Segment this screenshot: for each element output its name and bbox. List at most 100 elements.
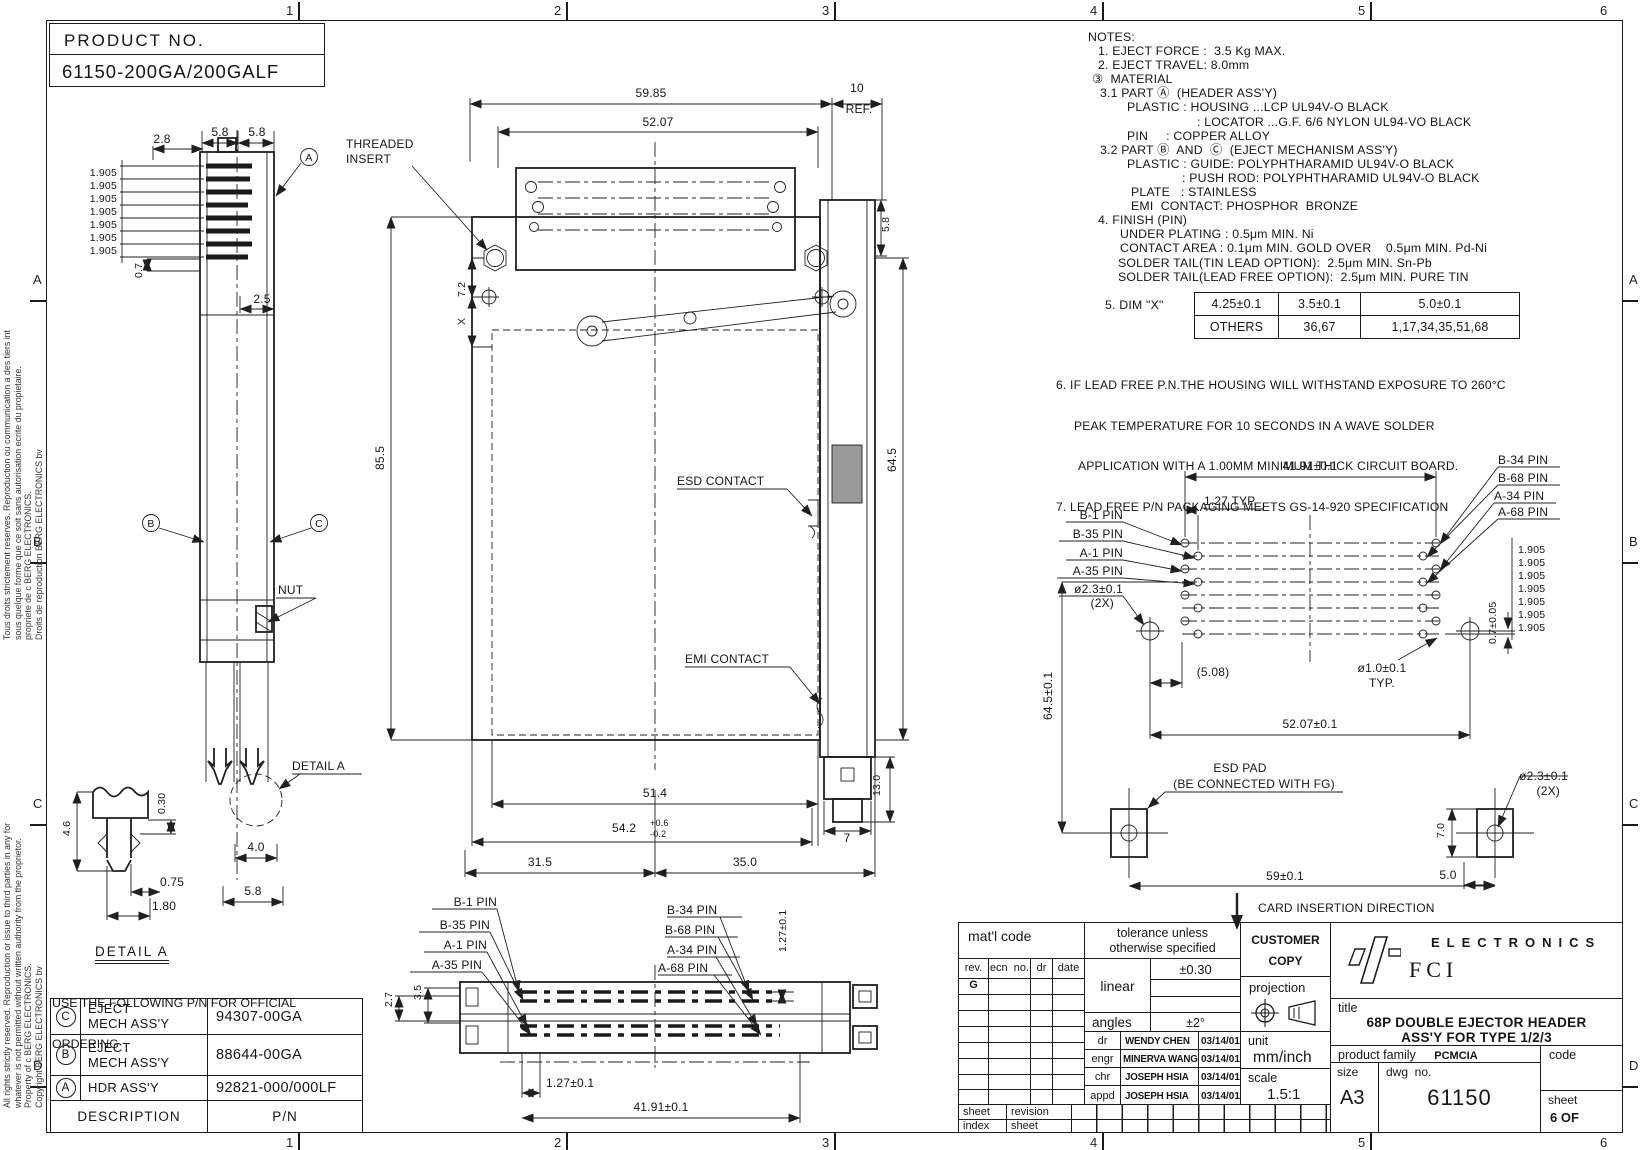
dim-1905: 1.905	[90, 245, 117, 257]
appr-appd-role: appd	[1084, 1085, 1121, 1105]
dim-52-07-pcb: 52.07±0.1	[1282, 717, 1337, 731]
zone-col-6-top: 6	[1600, 3, 1608, 18]
label-emi-contact: EMI CONTACT	[685, 652, 769, 666]
zone-col-4-bottom: 4	[1090, 1135, 1098, 1150]
dim-2-8: 2.8	[153, 132, 170, 146]
linear-empty-cell	[1150, 979, 1241, 997]
parts-row-a-pn: 92821-000/000LF	[207, 1075, 363, 1101]
dim-1905-pcb: 1.905	[1518, 570, 1545, 582]
dim-10: 10	[850, 81, 864, 95]
label-b34-pin-pcb: B-34 PIN	[1498, 453, 1548, 467]
dim-x: X	[456, 318, 468, 325]
note-3-1: 3.1 PART Ⓐ (HEADER ASS'Y)	[1100, 86, 1278, 101]
notes-block: NOTES: 1. EJECT FORCE : 3.5 Kg MAX. 2. E…	[1052, 30, 1567, 513]
pcb-layout-view: 41.91±0.1 1.27 TYP. B-1 PIN B-35 PIN A-1…	[1041, 453, 1560, 834]
label-detail-a-callout: DETAIL A	[292, 759, 345, 773]
parts-row-b-pn: 88644-00GA	[207, 1034, 363, 1076]
rev-row-cell	[1052, 1042, 1085, 1059]
linear-empty-cell	[1150, 996, 1241, 1013]
detail-a-title: DETAIL A	[95, 944, 169, 964]
note-4: 4. FINISH (PIN)	[1098, 213, 1188, 228]
sheet-label: sheet	[1548, 1093, 1578, 1107]
tolerance-line-1: tolerance unless	[1116, 926, 1209, 940]
product-no-label: PRODUCT NO.	[50, 24, 324, 55]
zone-col-1-top: 1	[286, 3, 294, 18]
title-line-1: 68P DOUBLE EJECTOR HEADER	[1366, 1015, 1587, 1030]
rev-row-cell	[1030, 1089, 1053, 1105]
dim-0-7: 0.7	[133, 263, 145, 278]
rev-row-cell	[958, 1010, 989, 1027]
dim-35-0: 35.0	[733, 855, 757, 869]
rev-row-cell	[1052, 1026, 1085, 1043]
sheet-cell: sheet 6 OF	[1540, 1090, 1623, 1133]
dim-1905: 1.905	[90, 232, 117, 244]
dim-x-cell: 4.25±0.1	[1194, 292, 1279, 316]
code-cell: code	[1540, 1045, 1623, 1091]
logo-electronics-text: ELECTRONICS	[1431, 935, 1602, 950]
rev-row-cell	[988, 1042, 1031, 1059]
dim-59: 59±0.1	[1266, 869, 1304, 883]
product-number-box: PRODUCT NO. 61150-200GA/200GALF	[49, 23, 325, 87]
balloon-a-table: A	[55, 1078, 76, 1098]
label-b1-pin-pcb: B-1 PIN	[1080, 508, 1123, 522]
dim-2-5: 2.5	[253, 292, 270, 306]
angles-tol-cell: ±2°	[1150, 1012, 1241, 1032]
dim-0-7-005: 0.7±0.05	[1487, 602, 1499, 644]
appr-chr-role: chr	[1084, 1067, 1121, 1086]
dim-52-07: 52.07	[642, 115, 673, 129]
dim-1-27-vert: 1.27±0.1	[777, 910, 789, 952]
dim-1905: 1.905	[90, 219, 117, 231]
logo-cell: ELECTRONICS FCI	[1330, 922, 1623, 999]
label-b35-pin-pcb: B-35 PIN	[1073, 527, 1123, 541]
size-label: size	[1337, 1065, 1359, 1079]
copyright-english-block: All rights strictly reserved. Reproducti…	[2, 648, 44, 1108]
bottom-index-label: index	[958, 1119, 1007, 1133]
notes-6-7: 6. IF LEAD FREE P.N.THE HOUSING WILL WIT…	[1052, 352, 1506, 541]
rev-row-cell	[1030, 978, 1053, 995]
label-b34-pin: B-34 PIN	[667, 903, 717, 917]
dr-header: dr	[1030, 958, 1053, 979]
note-3-2: 3.2 PART Ⓑ AND Ⓒ (EJECT MECHANISM ASS'Y)	[1100, 142, 1398, 157]
label-nut: NUT	[278, 583, 304, 597]
label-a1-pin-pcb: A-1 PIN	[1080, 546, 1123, 560]
balloon-b-table: B	[55, 1045, 76, 1065]
note-3-1b: : LOCATOR ...G.F. 6/6 NYLON UL94-VO BLAC…	[1197, 114, 1472, 129]
dim-54-2: 54.2	[612, 821, 636, 835]
dim-dia-1-0: ø1.0±0.1	[1358, 661, 1407, 675]
rev-row-cell	[958, 1074, 989, 1090]
copy-label: COPY	[1268, 954, 1303, 968]
rev-row-cell	[988, 1089, 1031, 1105]
appr-engr-role: engr	[1084, 1049, 1121, 1068]
esd-pad-view: ESD PAD (BE CONNECTED WITH FG) ø2.3±0.1 …	[1090, 761, 1568, 930]
rev-row-cell	[958, 1042, 989, 1059]
product-no-value: 61150-200GA/200GALF	[62, 61, 280, 82]
dim-5-8: 5.8	[248, 125, 265, 139]
ecn-no-header: ecn no.	[988, 958, 1031, 979]
label-threaded-2: INSERT	[346, 152, 391, 166]
dim-1905-pcb: 1.905	[1518, 622, 1545, 634]
label-esd-contact: ESD CONTACT	[677, 474, 765, 488]
note-4b: CONTACT AREA : 0.1μm MIN. GOLD OVER 0.5μ…	[1120, 241, 1488, 256]
rev-row-cell	[988, 1026, 1031, 1043]
rev-row-cell	[958, 994, 989, 1011]
balloon-b: B	[147, 518, 154, 530]
copyright-french-block: Tous droits strictement reserves. Reprod…	[2, 100, 44, 640]
ordering-line-1: USE THE FOLLOWING P/N FOR OFFICIAL	[52, 996, 297, 1010]
label-b68-pin: B-68 PIN	[665, 923, 715, 937]
label-esd-pad-fg: (BE CONNECTED WITH FG)	[1173, 777, 1335, 791]
rev-row-cell	[1052, 994, 1085, 1011]
note-6c: APPLICATION WITH A 1.00MM MINIMUM THICK …	[1078, 459, 1459, 473]
projection-label: projection	[1249, 980, 1306, 995]
dim-4-0: 4.0	[247, 840, 264, 854]
rev-row-cell	[1030, 1026, 1053, 1043]
dim-64-5: 64.5	[885, 448, 899, 472]
title-label: title	[1338, 1001, 1358, 1015]
tolerance-line-2: otherwise specified	[1109, 941, 1216, 955]
dim-1905: 1.905	[90, 193, 117, 205]
rev-row-cell	[988, 994, 1031, 1011]
bottom-row-cells	[1071, 1104, 1331, 1120]
label-dia-2-3: ø2.3±0.1	[1074, 582, 1123, 596]
appr-chr-date: 03/14/01	[1198, 1067, 1241, 1086]
size-value: A3	[1340, 1087, 1365, 1109]
